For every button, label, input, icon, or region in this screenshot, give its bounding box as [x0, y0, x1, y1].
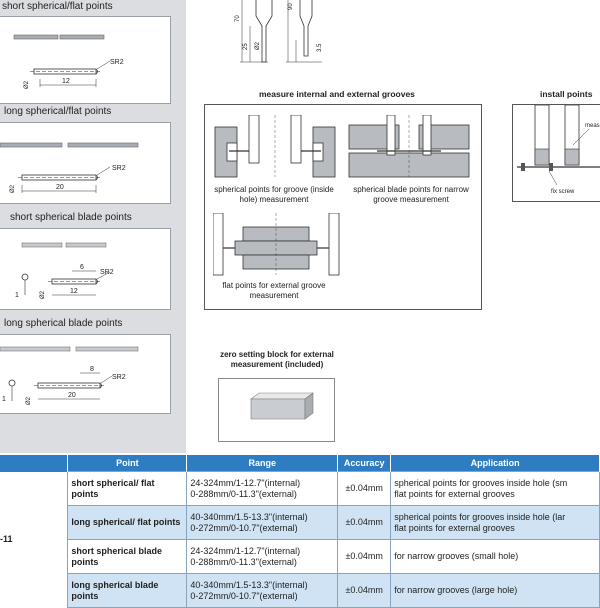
svg-text:25: 25 — [243, 43, 249, 50]
svg-text:SR2: SR2 — [110, 59, 124, 66]
application-cell: for narrow grooves (small hole) — [390, 539, 600, 574]
spec-table: Point Range Accuracy Application -11 sho… — [0, 455, 600, 608]
svg-text:SR2: SR2 — [112, 165, 126, 172]
zero-block-title: zero setting block for external measurem… — [220, 350, 334, 369]
install-points-drawing: meas fix screw — [517, 105, 600, 195]
accuracy-cell: ±0.04mm — [337, 573, 392, 608]
range-cell: 24-324mm/1-12.7"(internal)0-288mm/0-11.3… — [186, 539, 339, 574]
caption-groove-external: flat points for external groove measurem… — [222, 281, 326, 300]
svg-text:3.5: 3.5 — [317, 43, 323, 52]
point-card-4: 1 SR2 8 20 Ø2 — [0, 334, 171, 414]
point-card-3: 1 SR2 6 12 Ø2 — [0, 228, 171, 310]
svg-text:Ø2: Ø2 — [10, 184, 16, 193]
long-blade-point-drawing: 1 SR2 8 20 Ø2 — [0, 346, 139, 405]
zero-block-frame — [218, 378, 335, 442]
application-cell: for narrow grooves (large hole) — [390, 573, 600, 608]
groove-narrow-drawing — [348, 115, 470, 178]
point-card-2: SR2 20 Ø2 — [0, 122, 171, 204]
svg-text:90: 90 — [288, 3, 294, 10]
point-title-1: short spherical/flat points — [2, 1, 113, 12]
svg-text:Ø2: Ø2 — [26, 396, 32, 405]
svg-text:12: 12 — [70, 288, 78, 295]
range-cell: 40-340mm/1.5-13.3"(internal)0-272mm/0-10… — [186, 505, 339, 540]
groove-inside-hole-drawing — [214, 115, 336, 178]
point-dimension-drawing: 70 25 Ø2 90 3.5 — [235, 0, 323, 63]
table-row: short spherical blade points 24-324mm/1-… — [0, 539, 600, 574]
short-flat-point-drawing: SR2 12 Ø2 — [13, 34, 124, 89]
table-row: long spherical/ flat points 40-340mm/1.5… — [0, 505, 600, 540]
svg-text:1: 1 — [15, 292, 19, 299]
header-application: Application — [390, 455, 600, 472]
svg-text:6: 6 — [80, 264, 84, 271]
install-title: install points — [540, 89, 593, 99]
svg-text:SR2: SR2 — [100, 269, 114, 276]
short-blade-point-drawing: 1 SR2 6 12 Ø2 — [15, 242, 114, 299]
grooves-title: measure internal and external grooves — [259, 89, 415, 99]
application-cell: spherical points for grooves inside hole… — [390, 471, 600, 506]
svg-text:12: 12 — [62, 78, 70, 85]
point-cell: short spherical blade points — [67, 539, 188, 574]
model-number: -11 — [0, 471, 68, 608]
point-types-panel: short spherical/flat points SR2 12 Ø2 lo… — [0, 0, 186, 453]
header-accuracy: Accuracy — [337, 455, 392, 472]
svg-text:meas: meas — [585, 123, 600, 129]
caption-groove-inside-hole: spherical points for groove (inside hole… — [214, 185, 334, 204]
point-title-2: long spherical/flat points — [4, 106, 112, 117]
svg-text:Ø2: Ø2 — [40, 290, 46, 299]
install-frame: meas fix screw — [512, 104, 600, 202]
header-point: Point — [67, 455, 188, 472]
accuracy-cell: ±0.04mm — [337, 471, 392, 506]
range-cell: 24-324mm/1-12.7"(internal)0-288mm/0-11.3… — [186, 471, 339, 506]
grooves-frame: spherical points for groove (inside hole… — [204, 104, 482, 310]
point-cell: long spherical blade points — [67, 573, 188, 608]
svg-text:20: 20 — [68, 392, 76, 399]
svg-text:1: 1 — [2, 396, 6, 403]
point-title-4: long spherical blade points — [4, 318, 123, 329]
svg-text:Ø2: Ø2 — [24, 80, 30, 89]
zero-block-drawing — [250, 392, 314, 420]
header-range: Range — [186, 455, 339, 472]
point-cell: short spherical/ flat points — [67, 471, 188, 506]
accuracy-cell: ±0.04mm — [337, 539, 392, 574]
long-flat-point-drawing: SR2 20 Ø2 — [0, 142, 139, 193]
range-cell: 40-340mm/1.5-13.3"(internal)0-272mm/0-10… — [186, 573, 339, 608]
accuracy-cell: ±0.04mm — [337, 505, 392, 540]
table-row: long spherical blade points 40-340mm/1.5… — [0, 573, 600, 608]
table-row: -11 short spherical/ flat points 24-324m… — [0, 471, 600, 608]
caption-groove-narrow: spherical blade points for narrow groove… — [353, 185, 469, 204]
svg-text:20: 20 — [56, 184, 64, 191]
groove-external-drawing — [213, 213, 340, 276]
svg-text:70: 70 — [235, 15, 241, 22]
application-cell: spherical points for grooves inside hole… — [390, 505, 600, 540]
svg-text:SR2: SR2 — [112, 374, 126, 381]
point-cell: long spherical/ flat points — [67, 505, 188, 540]
point-card-1: SR2 12 Ø2 — [0, 16, 171, 104]
svg-text:Ø2: Ø2 — [255, 41, 261, 50]
svg-text:fix screw: fix screw — [551, 189, 575, 195]
svg-text:8: 8 — [90, 366, 94, 373]
point-title-3: short spherical blade points — [10, 212, 132, 223]
table-header-row: Point Range Accuracy Application — [0, 455, 600, 472]
header-blank — [0, 455, 69, 472]
